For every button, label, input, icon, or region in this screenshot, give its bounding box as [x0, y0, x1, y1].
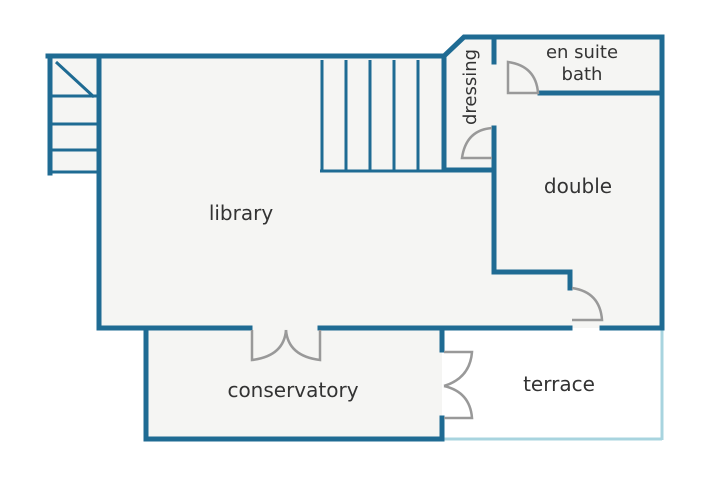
en-suite-door: [506, 60, 540, 95]
conservatory-floor: [146, 328, 442, 439]
stairs-floor: [50, 56, 99, 173]
double-label: double: [544, 174, 612, 198]
double-room-door: [571, 286, 604, 322]
bath-label: bath: [562, 64, 603, 85]
stair-treads: [320, 60, 444, 173]
doors: [250, 60, 604, 420]
library-label: library: [209, 201, 274, 225]
terrace-door: [443, 350, 474, 388]
left-stair-treads: [52, 60, 97, 174]
terrace-label: terrace: [523, 372, 595, 396]
dressing-door: [460, 126, 493, 160]
room-labels: library conservatory terrace double dres…: [209, 42, 618, 402]
double-room-floor: [494, 93, 662, 328]
library-floor: [99, 57, 494, 328]
dressing-label: dressing: [460, 49, 481, 125]
walls: [45, 34, 665, 442]
en-suite-label: en suite: [546, 42, 618, 63]
terrace-outline: [442, 328, 664, 441]
conservatory-label: conservatory: [227, 378, 358, 402]
conservatory-door: [250, 329, 288, 362]
dressing-floor: [444, 37, 494, 170]
floors: [50, 37, 662, 439]
